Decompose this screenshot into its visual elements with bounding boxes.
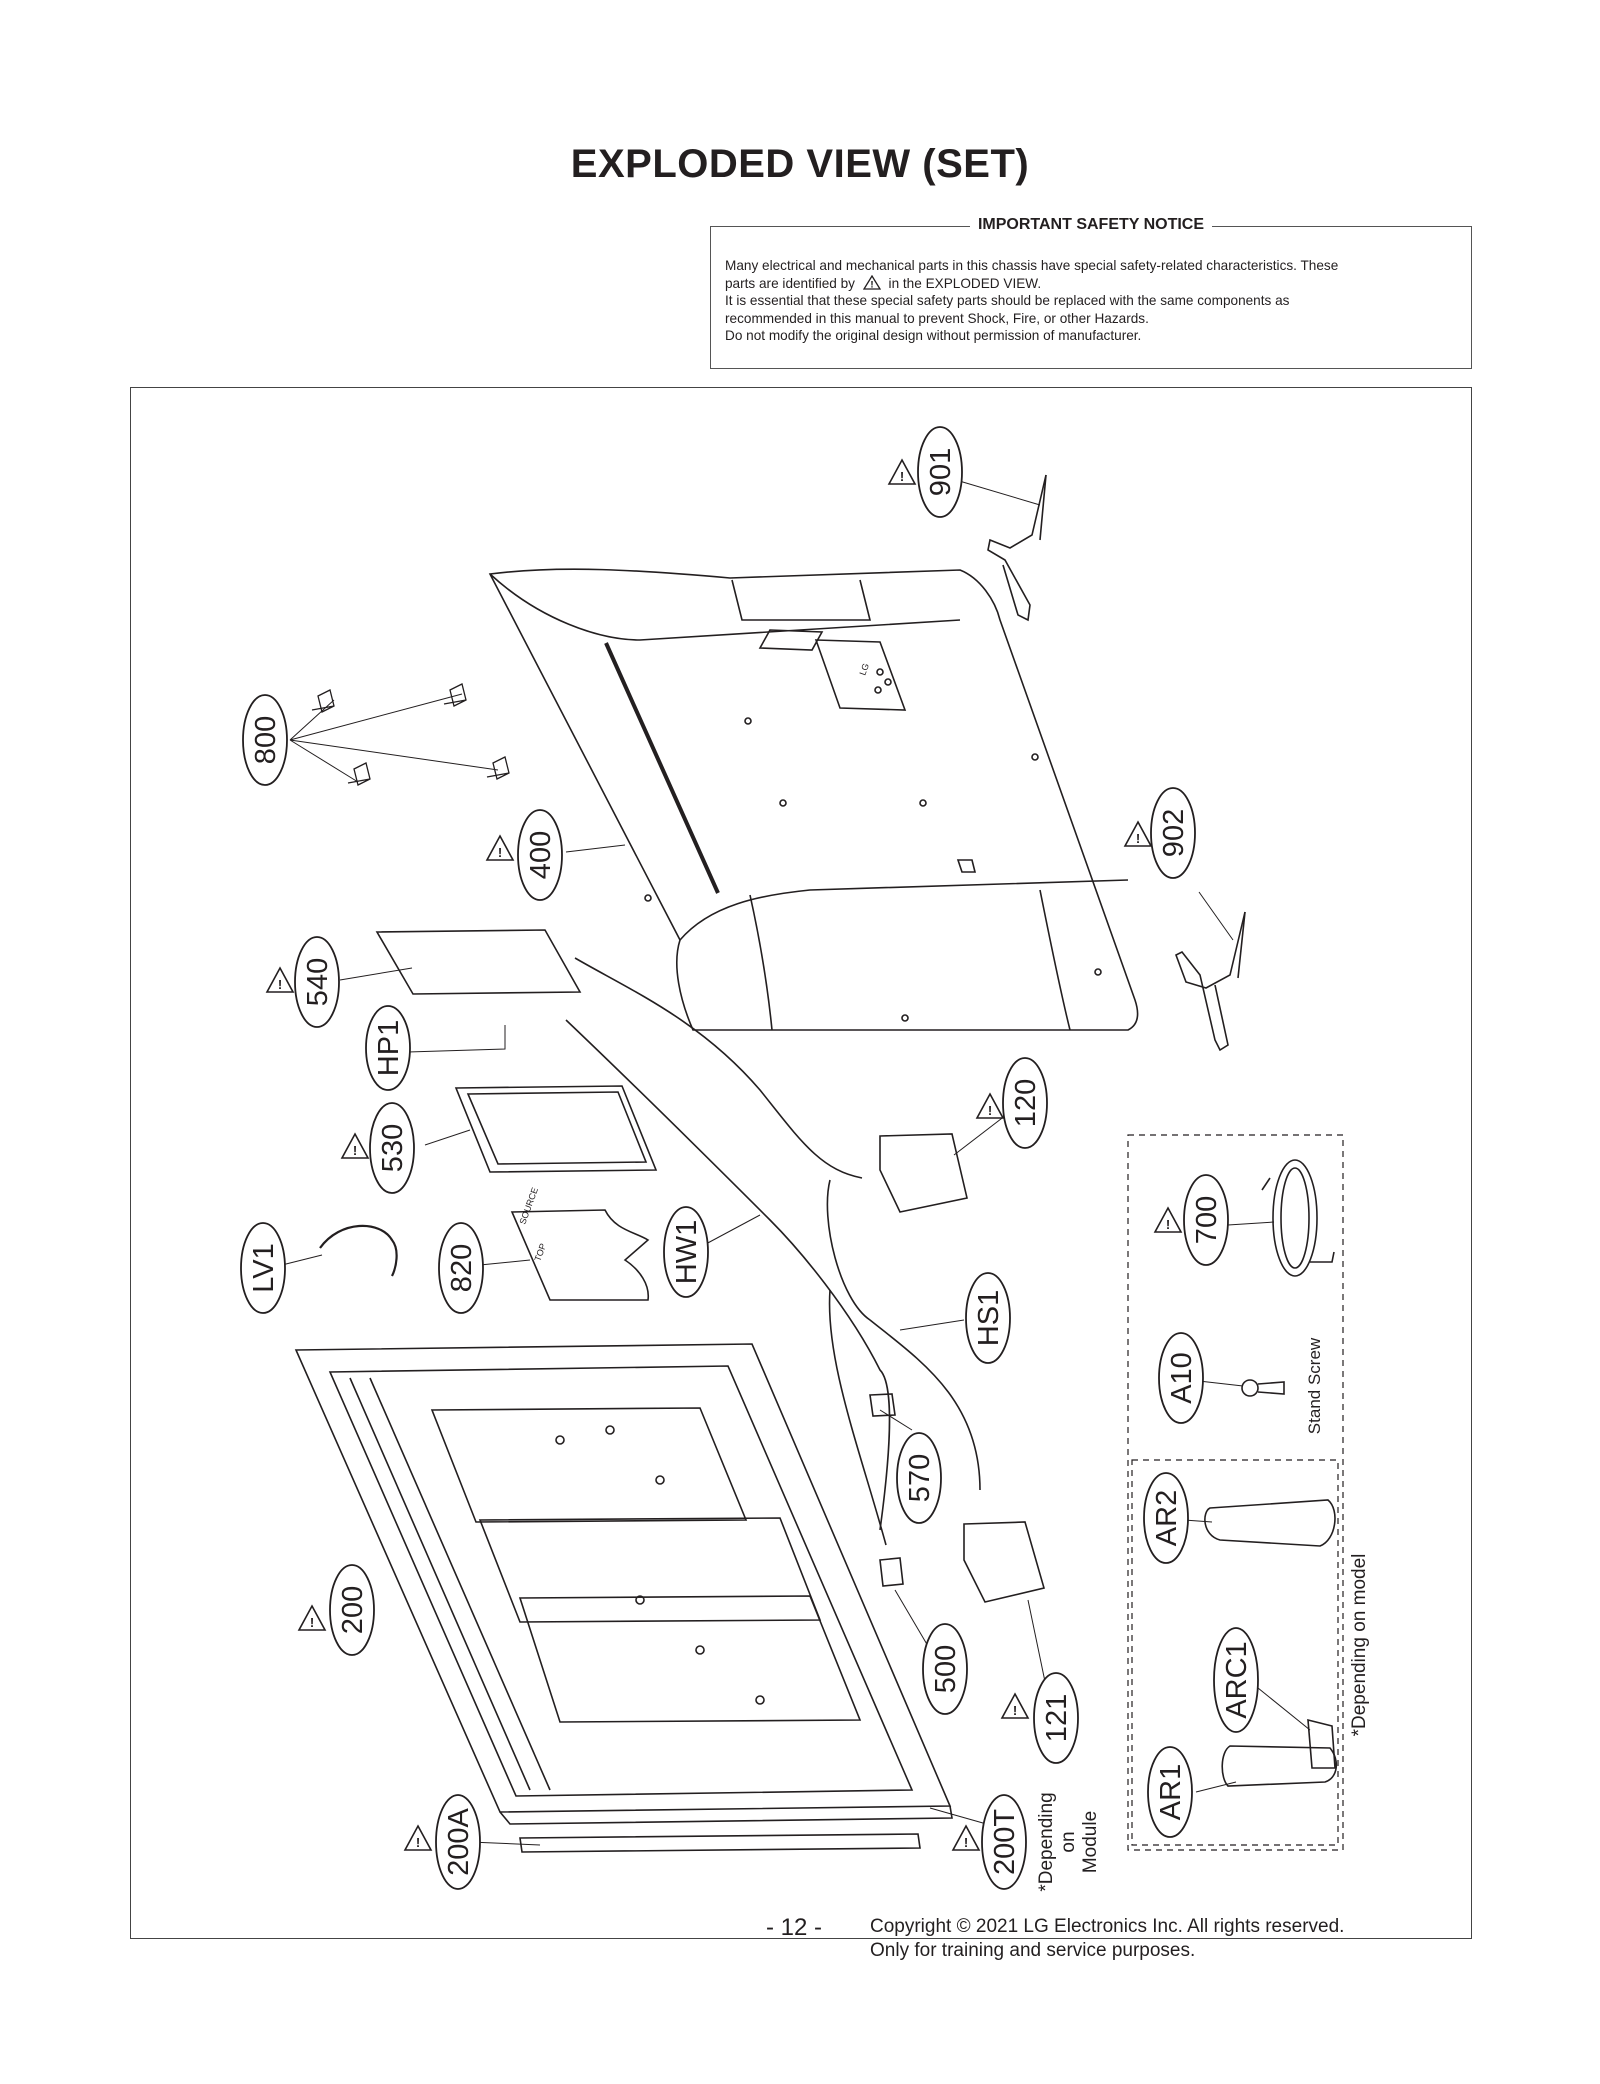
label-200: 200 bbox=[337, 1586, 369, 1634]
board-530-drawing bbox=[454, 1085, 658, 1173]
label-ar1: AR1 bbox=[1155, 1764, 1187, 1820]
svg-text:!: ! bbox=[870, 279, 873, 289]
page-number: - 12 - bbox=[766, 1914, 823, 1941]
warning-icon-901 bbox=[888, 459, 916, 485]
part-121-drawing bbox=[963, 1521, 1046, 1603]
screw-a10-drawing bbox=[1241, 1379, 1285, 1397]
diagram-frame bbox=[130, 387, 1472, 1939]
part-570-drawing bbox=[869, 1393, 896, 1417]
label-530: 530 bbox=[377, 1124, 409, 1172]
bracket-800-drawings bbox=[311, 683, 510, 786]
warning-icon-200t bbox=[952, 1825, 980, 1851]
optional-parts-box bbox=[1127, 1134, 1344, 1851]
panel-mark-lg: LG bbox=[857, 662, 871, 677]
label-a10: A10 bbox=[1166, 1352, 1198, 1404]
label-800: 800 bbox=[250, 716, 282, 764]
remote-ar2-drawing bbox=[1204, 1499, 1336, 1547]
stand-901-drawing bbox=[987, 474, 1047, 622]
copyright-footer: Copyright © 2021 LG Electronics Inc. All… bbox=[870, 1915, 1344, 1963]
page-title: EXPLODED VIEW (SET) bbox=[570, 142, 1030, 186]
wire-570 bbox=[828, 1289, 887, 1546]
notice-line-2b: in the EXPLODED VIEW. bbox=[888, 275, 1042, 291]
warning-icon-400 bbox=[486, 835, 514, 861]
remote-ar1-drawing bbox=[1221, 1745, 1338, 1787]
label-902: 902 bbox=[1158, 809, 1190, 857]
callout-labels: 901 902 800 400 540 HP1 530 120 LV1 820 … bbox=[248, 448, 1253, 1876]
label-820: 820 bbox=[446, 1244, 478, 1292]
label-200a: 200A bbox=[443, 1807, 475, 1875]
copyright-line-1: Copyright © 2021 LG Electronics Inc. All… bbox=[870, 1916, 1345, 1937]
part-500-drawing bbox=[879, 1557, 904, 1587]
safety-notice-text: Many electrical and mechanical parts in … bbox=[725, 257, 1457, 345]
label-arc1: ARC1 bbox=[1221, 1641, 1253, 1718]
warning-icon-700 bbox=[1154, 1207, 1182, 1233]
warning-icon-200a bbox=[404, 1825, 432, 1851]
panel-markings: SOURCE TOP LG bbox=[517, 662, 871, 1263]
label-540: 540 bbox=[302, 958, 334, 1006]
label-hp1: HP1 bbox=[373, 1020, 405, 1076]
wire-hw1 bbox=[565, 1019, 891, 1531]
remote-options-box bbox=[1131, 1459, 1339, 1846]
cradle-arc1-drawing bbox=[1307, 1718, 1336, 1769]
label-700: 700 bbox=[1191, 1196, 1223, 1244]
label-200t: 200T bbox=[989, 1809, 1021, 1875]
safety-notice-box: IMPORTANT SAFETY NOTICE Many electrical … bbox=[710, 216, 1472, 369]
wire-hs1 bbox=[826, 1179, 981, 1491]
warning-icon-121 bbox=[1001, 1693, 1029, 1719]
panel-mark-top: TOP bbox=[532, 1242, 548, 1263]
stand-screw-note: Stand Screw bbox=[1305, 1337, 1324, 1434]
label-400: 400 bbox=[525, 831, 557, 879]
label-hw1: HW1 bbox=[671, 1220, 703, 1284]
notice-line-4: recommended in this manual to prevent Sh… bbox=[725, 310, 1149, 326]
label-120: 120 bbox=[1010, 1079, 1042, 1127]
notice-line-3: It is essential that these special safet… bbox=[725, 293, 1290, 308]
warning-icon-540 bbox=[266, 967, 294, 993]
warning-icon-200 bbox=[298, 1605, 326, 1631]
annotation-notes: Stand Screw *Depending on model *Dependi… bbox=[1036, 1337, 1370, 1892]
notice-line-2a: parts are identified by bbox=[725, 275, 855, 291]
safety-notice-title: IMPORTANT SAFETY NOTICE bbox=[969, 216, 1213, 233]
depending-on-module-line1: *Depending bbox=[1036, 1792, 1057, 1891]
leader-lines bbox=[281, 479, 1311, 1846]
depending-on-module-line2: on bbox=[1058, 1831, 1079, 1852]
back-cover-drawing bbox=[488, 568, 1139, 1031]
frame-200-drawing bbox=[294, 1343, 953, 1825]
wire-120 bbox=[574, 957, 863, 1179]
part-120-drawing bbox=[879, 1133, 968, 1213]
copyright-line-2: Only for training and service purposes. bbox=[870, 1940, 1196, 1961]
warning-icon-530 bbox=[341, 1133, 369, 1159]
notice-line-5: Do not modify the original design withou… bbox=[725, 328, 1142, 343]
label-121: 121 bbox=[1041, 1694, 1073, 1742]
warning-triangle-icon: ! bbox=[862, 274, 881, 290]
lv1-cable-drawing bbox=[319, 1224, 398, 1277]
component-drawings bbox=[294, 474, 1344, 1853]
notice-line-1: Many electrical and mechanical parts in … bbox=[725, 258, 1339, 273]
callout-bubbles bbox=[240, 426, 1259, 1890]
label-lv1: LV1 bbox=[248, 1243, 280, 1292]
label-ar2: AR2 bbox=[1151, 1490, 1183, 1546]
depending-on-module-line3: Module bbox=[1080, 1811, 1101, 1873]
sheet-820-drawing bbox=[510, 1209, 650, 1301]
depending-on-model-note: *Depending on model bbox=[1349, 1554, 1370, 1737]
board-540-drawing bbox=[375, 929, 582, 995]
strip-200a-drawing bbox=[519, 1833, 921, 1853]
label-570: 570 bbox=[904, 1454, 936, 1502]
label-500: 500 bbox=[930, 1645, 962, 1693]
panel-mark-source: SOURCE bbox=[517, 1186, 540, 1226]
warning-icon-120 bbox=[976, 1093, 1004, 1119]
cable-700-drawing bbox=[1261, 1159, 1335, 1277]
stand-902-drawing bbox=[1175, 911, 1246, 1052]
label-901: 901 bbox=[925, 448, 957, 496]
label-hs1: HS1 bbox=[973, 1290, 1005, 1346]
warning-icon-902 bbox=[1124, 821, 1152, 847]
